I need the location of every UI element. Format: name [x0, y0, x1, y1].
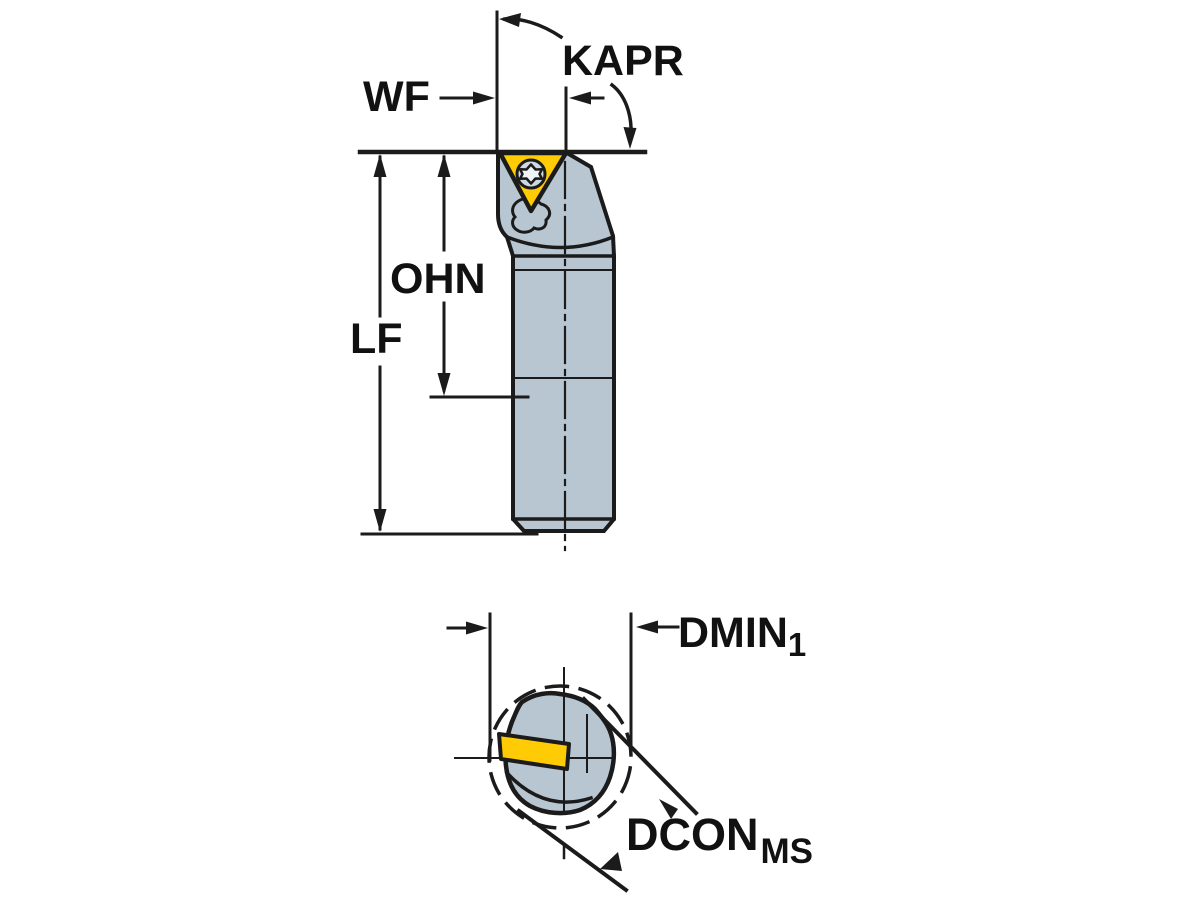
torx-star-icon	[518, 163, 544, 185]
lf-dimension-line	[360, 154, 539, 536]
kapr-label: KAPR	[562, 37, 684, 85]
side-view	[357, 10, 648, 552]
wf-arrow	[439, 10, 605, 153]
dmin-dimension	[446, 612, 680, 762]
ohn-label: OHN	[390, 255, 486, 303]
pocket-arc	[504, 770, 594, 804]
lf-label: LF	[350, 315, 403, 363]
clamp-detail	[511, 197, 552, 234]
kapr-angle-arc	[499, 13, 637, 149]
dcon-dimension	[516, 696, 699, 893]
dcon-tangent-line-upper	[581, 696, 699, 816]
insert-end-view	[497, 732, 571, 771]
end-view	[446, 612, 699, 893]
neck-arc	[504, 234, 616, 250]
ohn-dimension-line	[429, 154, 530, 399]
dcon-subscript: MS	[760, 832, 814, 871]
dmin-subscript: 1	[787, 626, 807, 663]
wf-label: WF	[363, 73, 430, 121]
dcon-tangent-line-lower	[516, 808, 629, 893]
dcon-arrow-upper	[659, 799, 678, 819]
dcon-arrow-lower	[600, 852, 622, 871]
